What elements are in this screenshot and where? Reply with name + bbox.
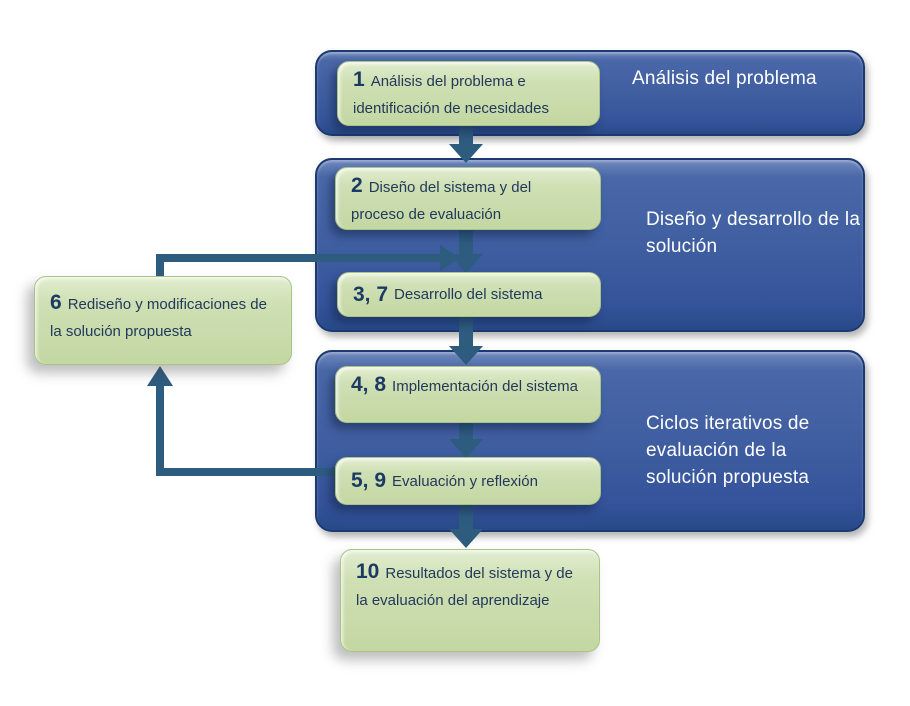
step-text: Resultados del sistema y de la evaluació… xyxy=(356,565,573,609)
arrow-3-head-icon xyxy=(449,346,483,365)
feedback-arrow-up-icon xyxy=(147,366,173,386)
stage-label-diseno: Diseño y desarrollo de la solución xyxy=(646,209,861,257)
step-text: Implementación del sistema xyxy=(392,378,578,395)
step-text: Diseño del sistema y del proceso de eval… xyxy=(351,179,532,223)
arrow-1-shaft xyxy=(459,120,473,146)
step-number: 3, 7 xyxy=(353,282,389,306)
step-box-3-7: 3, 7 Desarrollo del sistema xyxy=(337,272,601,317)
arrow-2-shaft xyxy=(459,229,473,256)
step-box-5-9: 5, 9 Evaluación y reflexión xyxy=(335,457,601,505)
step-text: Rediseño y modificaciones de la solución… xyxy=(50,296,267,340)
arrow-4-head-icon xyxy=(449,439,483,458)
arrow-2-head-icon xyxy=(449,254,483,273)
stage-label-ciclos: Ciclos iterativos de evaluación de la so… xyxy=(646,413,810,488)
arrow-3-shaft xyxy=(459,316,473,347)
arrow-5-head-icon xyxy=(449,529,483,548)
step-number: 10 xyxy=(356,560,380,583)
feedback-top-horizontal-line xyxy=(156,254,442,262)
arrow-5-shaft xyxy=(459,505,473,530)
step-text: Análisis del problema e identificación d… xyxy=(353,73,549,117)
step-text: Desarrollo del sistema xyxy=(394,286,543,303)
feedback-top-vertical-line xyxy=(156,258,164,278)
step-number: 5, 9 xyxy=(351,469,387,492)
step-text: Evaluación y reflexión xyxy=(392,472,538,490)
step-number: 6 xyxy=(50,291,62,314)
arrow-1-head-icon xyxy=(449,144,483,163)
arrow-4-shaft xyxy=(459,422,473,440)
step-box-4-8: 4, 8 Implementación del sistema xyxy=(335,366,601,423)
step-number: 2 xyxy=(351,174,363,197)
step-number: 1 xyxy=(353,68,365,91)
feedback-bottom-vertical-line xyxy=(156,386,164,476)
stage-label-analisis: Análisis del problema xyxy=(632,68,817,89)
step-number: 4, 8 xyxy=(351,373,387,396)
feedback-bottom-horizontal-line xyxy=(160,468,340,476)
